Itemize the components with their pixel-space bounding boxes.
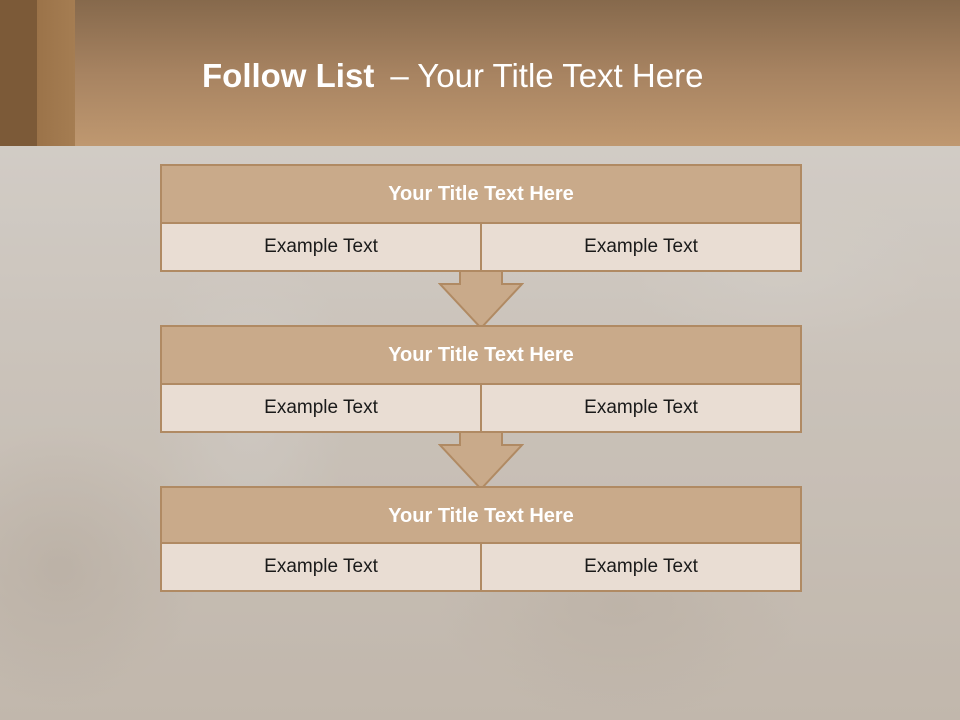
flow-block-cell-right: Example Text	[480, 222, 802, 272]
down-arrow-icon	[438, 270, 524, 330]
flow-block-cell-right: Example Text	[480, 383, 802, 433]
flow-block-title: Your Title Text Here	[160, 486, 802, 546]
header-accent-stripe	[0, 0, 75, 146]
slide-title: Follow List– Your Title Text Here	[202, 54, 703, 98]
slide-title-bold: Follow List	[202, 57, 375, 94]
flow-block-cell-left: Example Text	[160, 383, 482, 433]
flow-block-title: Your Title Text Here	[160, 164, 802, 224]
slide-title-text: Your Title Text Here	[417, 57, 704, 94]
slide-header: Follow List– Your Title Text Here	[0, 0, 960, 146]
flow-block-title: Your Title Text Here	[160, 325, 802, 385]
slide-title-dash: –	[390, 57, 409, 94]
down-arrow-icon	[438, 431, 524, 491]
flow-block-1: Your Title Text Here Example Text Exampl…	[160, 164, 802, 272]
flow-block-3: Your Title Text Here Example Text Exampl…	[160, 486, 802, 592]
flow-block-2: Your Title Text Here Example Text Exampl…	[160, 325, 802, 433]
flow-block-cell-left: Example Text	[160, 542, 482, 592]
flow-block-cell-right: Example Text	[480, 542, 802, 592]
flow-block-cell-left: Example Text	[160, 222, 482, 272]
